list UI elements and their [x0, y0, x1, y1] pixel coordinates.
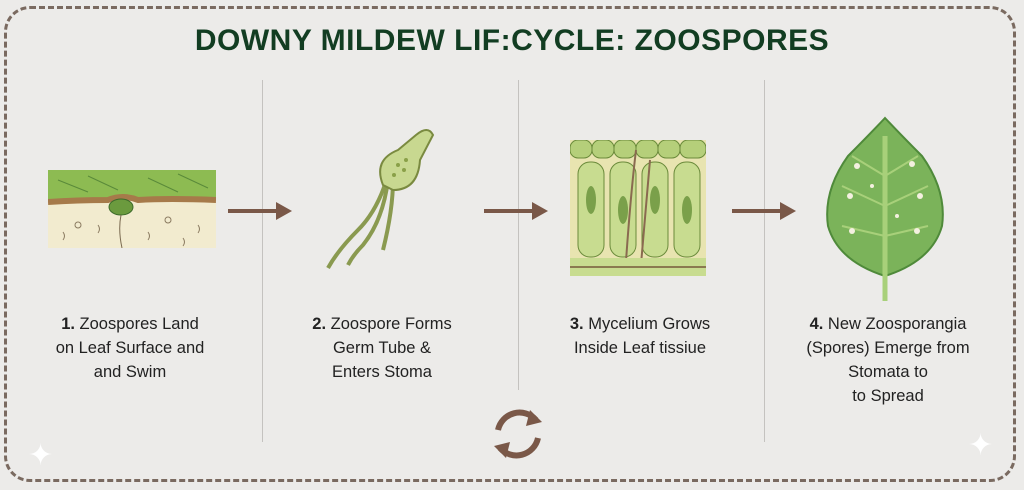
- step-line: Mycelium Grows: [588, 315, 711, 333]
- step-4-text: 4. New Zoosporangia (Spores) Emerge from…: [768, 312, 1008, 408]
- step-line: to Spread: [852, 387, 924, 405]
- step-number: 4.: [809, 315, 824, 333]
- step-line: New Zoosporangia: [827, 315, 967, 333]
- step-line: Germ Tube &: [332, 339, 432, 357]
- divider: [764, 80, 765, 442]
- step-line: Zoospore Forms: [330, 315, 452, 333]
- step-line: Zoospores Land: [79, 315, 199, 333]
- divider: [262, 80, 263, 442]
- step-1-text: 1. Zoospores Land on Leaf Surface and an…: [10, 312, 250, 384]
- leaf-surface-illustration: [48, 170, 216, 248]
- arrow-right-icon: [484, 202, 548, 220]
- cycle-icon: [494, 409, 542, 459]
- mycelium-tissue-illustration: [570, 140, 706, 276]
- step-line: Enters Stoma: [332, 363, 432, 381]
- arrow-right-icon: [732, 202, 796, 220]
- step-3-text: 3. Mycelium Grows Inside Leaf tissiue: [520, 312, 760, 360]
- step-number: 3.: [569, 315, 584, 333]
- divider: [518, 80, 519, 390]
- step-line: on Leaf Surface and: [55, 339, 205, 357]
- dashed-frame: [4, 6, 1016, 482]
- zoospore-germ-tube-illustration: [326, 129, 435, 269]
- sparkle-icon: ✦: [968, 429, 994, 462]
- page-title: DOWNY MILDEW LIF:CYCLE: ZOOSPORES: [194, 24, 830, 57]
- step-line: and Swim: [93, 363, 167, 381]
- infected-leaf-illustration: [826, 116, 944, 301]
- step-number: 1.: [61, 315, 75, 333]
- step-number: 2.: [312, 315, 327, 333]
- step-line: (Spores) Emerge from: [806, 339, 970, 357]
- arrow-right-icon: [228, 202, 292, 220]
- sparkle-icon: ✦: [28, 439, 54, 472]
- step-line: Stomata to: [848, 363, 928, 381]
- step-line: Inside Leaf tissiue: [573, 339, 707, 357]
- step-2-text: 2. Zoospore Forms Germ Tube & Enters Sto…: [262, 312, 502, 384]
